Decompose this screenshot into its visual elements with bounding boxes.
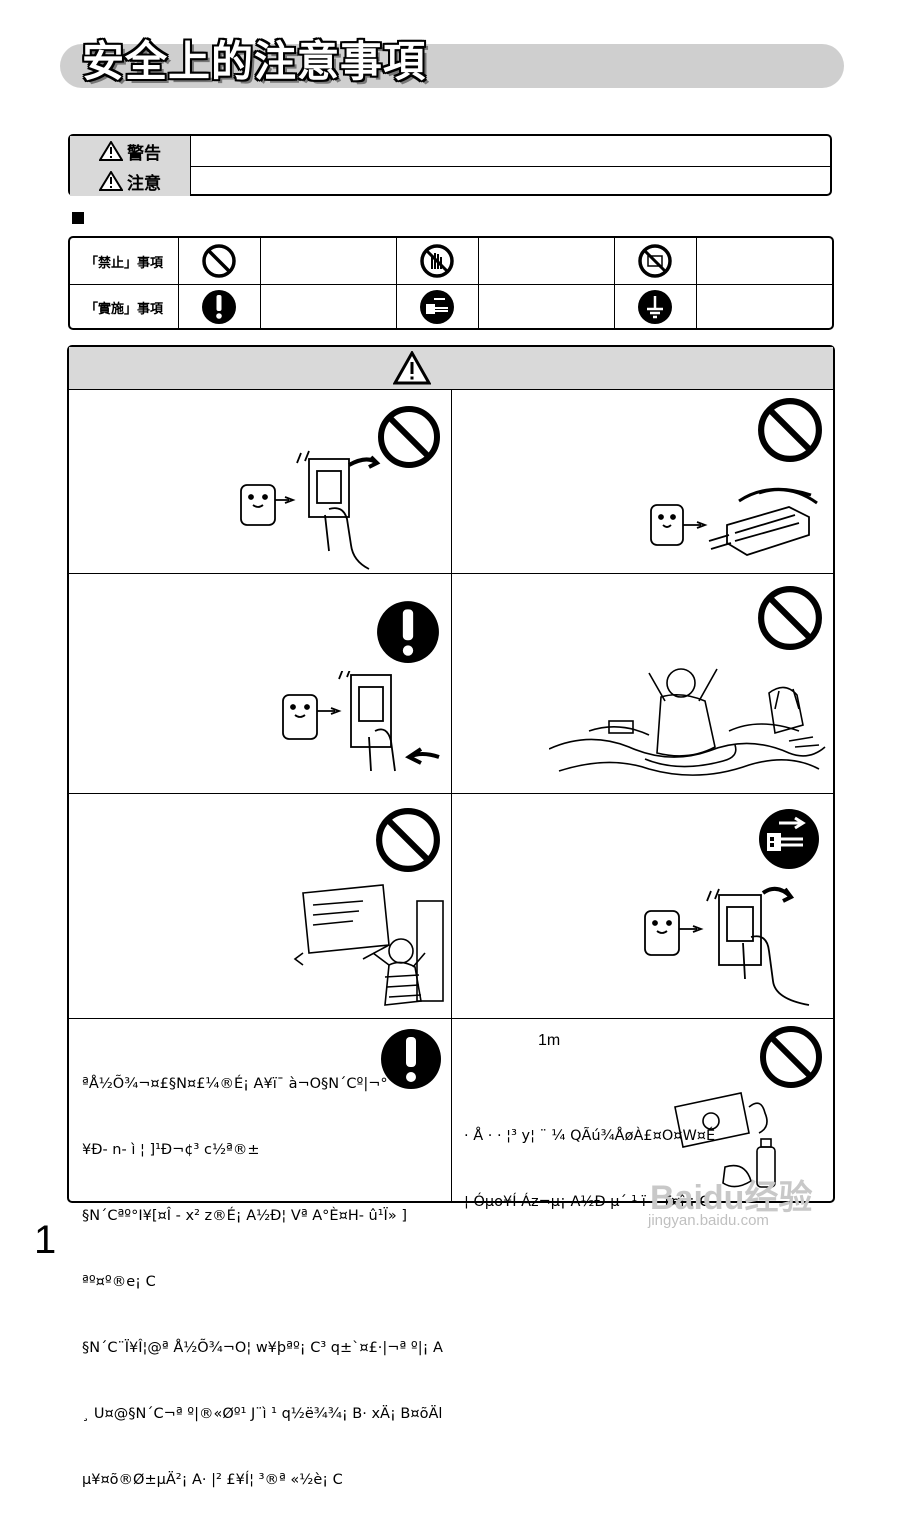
no-wet-hands-icon: [420, 244, 454, 278]
page-number: 1: [34, 1218, 57, 1262]
plug-hand-illustration: [240, 450, 381, 570]
prohibition-icon: [758, 586, 822, 650]
square-bullet-icon: [72, 212, 84, 224]
no-disassembly-icon: [638, 244, 672, 278]
warning-triangle-icon: [99, 171, 123, 191]
plug-in-illustration: [282, 671, 440, 772]
prohibition-icon: [376, 808, 440, 872]
unplug-icon: [759, 809, 819, 869]
caution-label: 注意: [127, 173, 161, 194]
mandatory-exclamation-icon: [381, 1029, 441, 1089]
mandatory-exclamation-icon: [377, 601, 439, 663]
child-hanging-cloth-illustration: [293, 884, 444, 1006]
warning-triangle-icon: [393, 351, 431, 385]
ground-icon: [638, 290, 672, 324]
mandatory-exclamation-icon: [202, 290, 236, 324]
title-banner: [60, 44, 844, 88]
caution-row: 注意: [70, 166, 830, 196]
unplug-illustration: [644, 886, 810, 1006]
warning-caution-table: 警告 注意: [68, 134, 832, 196]
prohibition-icon: [202, 244, 236, 278]
warning-row: 警告: [70, 136, 830, 167]
watermark-url: jingyan.baidu.com: [648, 1212, 769, 1229]
tangled-cords-illustration: [549, 668, 826, 776]
distance-text: 1m: [538, 1032, 561, 1049]
warning-label: 警告: [127, 143, 161, 164]
spray-warning-text: · Å · · ¦³ y¦ ¨ ¼ QÃú¾ÅøÀ£¤O¤W¤É ¦ Óµo¥Í…: [464, 1128, 716, 1210]
prohibition-icon: [378, 406, 440, 468]
watermark-logo: Baidu经验: [650, 1179, 813, 1217]
prohibition-icon: [760, 1026, 822, 1088]
page-title: 安全上的注意事項: [82, 37, 427, 86]
warning-triangle-icon: [99, 141, 123, 161]
unplug-icon: [420, 290, 454, 324]
symbol-table: 「禁止」事項 「實施」事項: [68, 236, 834, 330]
spray-can-illustration: [674, 1092, 776, 1188]
caution-section: ªÅ½Õ¾¬¤£§N¤£¼®É¡ A¥ï¯ à¬O§N´Cº|¬° ¥Ð- n-…: [67, 345, 835, 1488]
power-strip-illustration: [650, 487, 818, 556]
caution-header: [69, 347, 833, 390]
mandatory-items-label: 「實施」事項: [84, 301, 163, 317]
prohibition-icon: [758, 398, 822, 462]
refrigerant-notice-text: ªÅ½Õ¾¬¤£§N¤£¼®É¡ A¥ï¯ à¬O§N´Cº|¬° ¥Ð- n-…: [82, 1076, 443, 1488]
prohibited-items-label: 「禁止」事項: [84, 255, 163, 271]
